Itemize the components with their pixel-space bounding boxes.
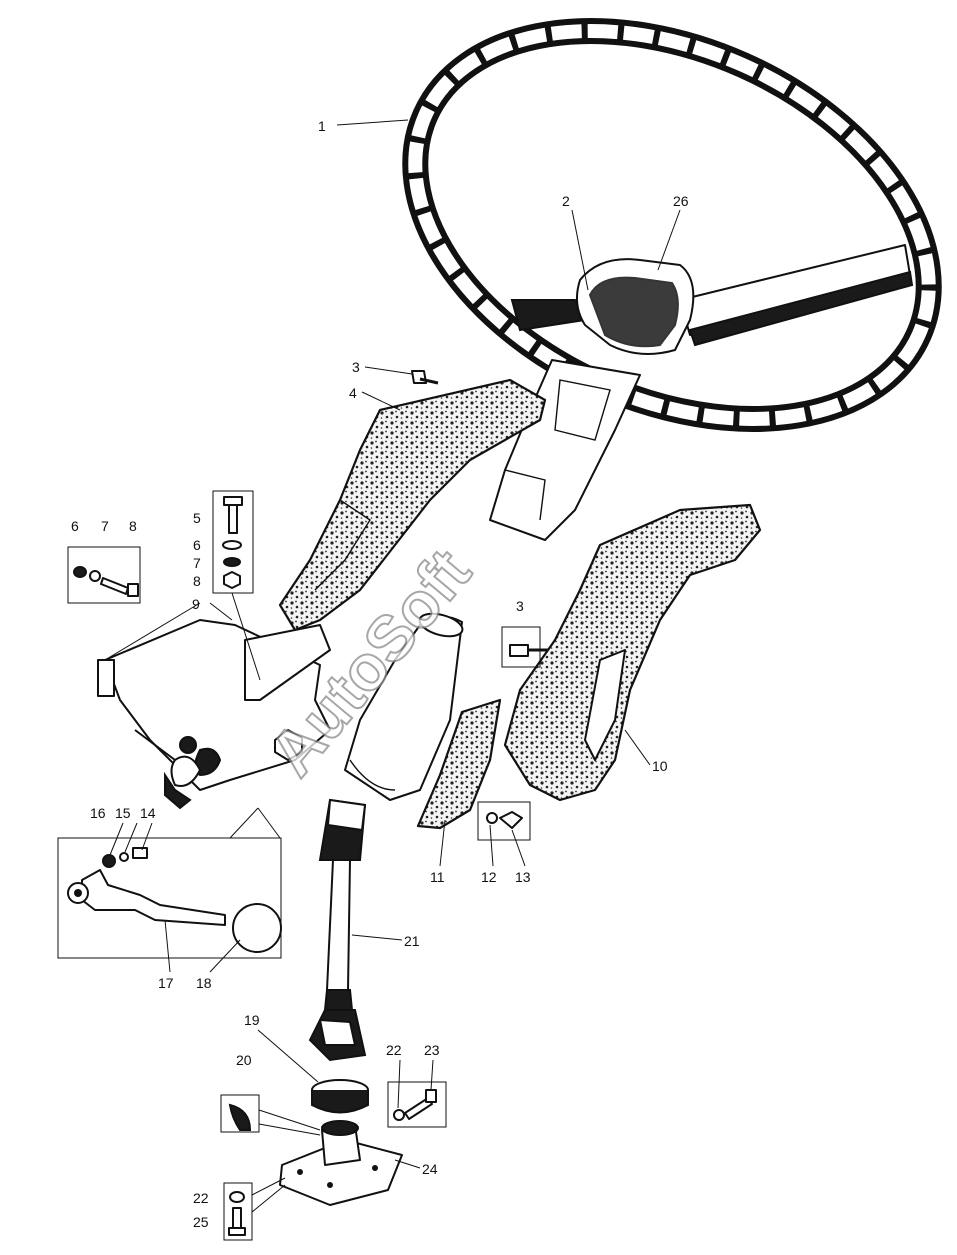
column-shroud-upper	[278, 378, 547, 632]
lever-assembly	[67, 869, 282, 953]
callout-19: 19	[244, 1012, 260, 1028]
return-spring	[164, 736, 222, 810]
callout-25: 25	[193, 1214, 209, 1230]
callout-10: 10	[652, 758, 668, 774]
column-tube	[344, 612, 464, 801]
callout-20: 20	[236, 1052, 252, 1068]
mounting-plate	[279, 1120, 403, 1206]
intermediate-shaft	[308, 798, 367, 1062]
callout-13: 13	[515, 869, 531, 885]
callout-3-top: 3	[352, 359, 360, 375]
column-shroud-lower	[503, 503, 762, 802]
callout-9: 9	[192, 596, 200, 612]
mounting-bracket	[97, 619, 331, 791]
callout-24: 24	[422, 1161, 438, 1177]
fasteners	[73, 370, 548, 1236]
callout-11: 11	[430, 869, 445, 885]
callout-22-top: 22	[386, 1042, 402, 1058]
callout-8-left: 8	[129, 518, 137, 534]
callout-1: 1	[318, 118, 326, 134]
callout-18: 18	[196, 975, 212, 991]
callout-22-bottom: 22	[193, 1190, 209, 1206]
callout-21: 21	[404, 933, 420, 949]
woodruff-key	[228, 1103, 252, 1131]
callout-3-right: 3	[516, 598, 524, 614]
cover-plate	[416, 698, 502, 830]
callout-14: 14	[140, 805, 156, 821]
callout-labels: 1 2 26 3 4 5 6 7 8 6 7 8 9 3 10 11 12 13…	[71, 118, 689, 1230]
callout-5: 5	[193, 510, 201, 526]
callout-16: 16	[90, 805, 106, 821]
callout-6-right: 6	[193, 537, 201, 553]
callout-17: 17	[158, 975, 174, 991]
callout-23: 23	[424, 1042, 440, 1058]
callout-2: 2	[562, 193, 570, 209]
horn-button	[575, 258, 695, 355]
callout-7-left: 7	[101, 518, 109, 534]
leader-lines	[104, 119, 681, 1169]
spacer-ring	[311, 1079, 369, 1114]
callout-6-left: 6	[71, 518, 79, 534]
callout-4: 4	[349, 385, 357, 401]
callout-15: 15	[115, 805, 131, 821]
callout-8-right: 8	[193, 573, 201, 589]
callout-12: 12	[481, 869, 497, 885]
callout-7-right: 7	[193, 555, 201, 571]
group-frames	[57, 490, 541, 1241]
callout-26: 26	[673, 193, 689, 209]
